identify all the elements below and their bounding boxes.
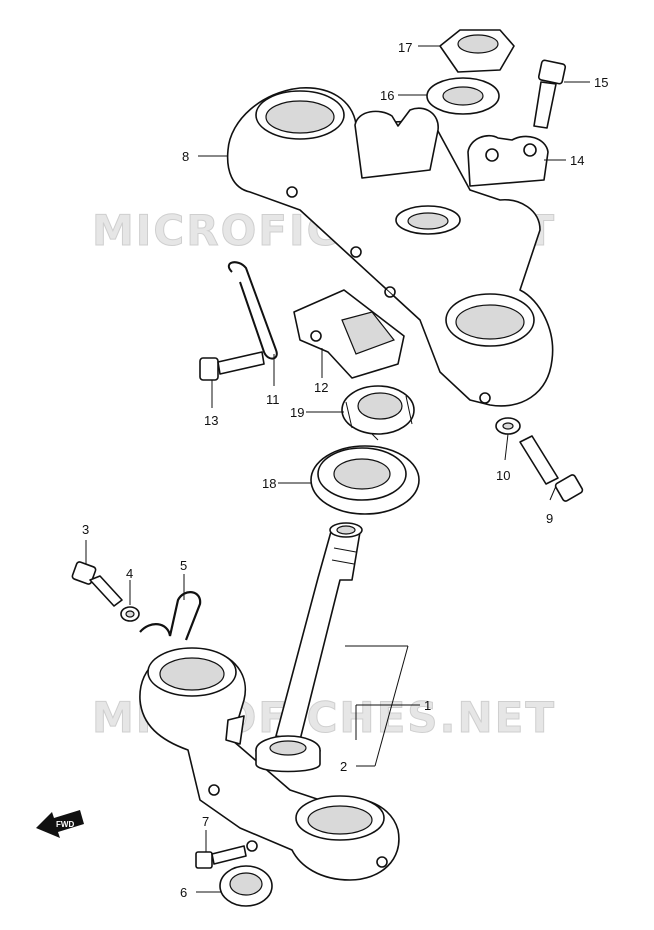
- dust-seal-2-part[interactable]: [255, 735, 321, 773]
- part-number-8[interactable]: 8: [182, 149, 189, 164]
- bracket-12-part[interactable]: [293, 289, 405, 379]
- lock-nut-19-part[interactable]: [341, 385, 415, 441]
- washer-4-part[interactable]: [120, 606, 140, 622]
- part-number-4[interactable]: 4: [126, 566, 133, 581]
- washer-16-part[interactable]: [426, 77, 500, 115]
- lower-bracket-part[interactable]: [139, 647, 400, 881]
- nut-17-part[interactable]: [439, 29, 515, 73]
- part-number-5[interactable]: 5: [180, 558, 187, 573]
- part-number-3[interactable]: 3: [82, 522, 89, 537]
- part-number-1[interactable]: 1: [424, 698, 431, 713]
- part-number-7[interactable]: 7: [202, 814, 209, 829]
- part-number-9[interactable]: 9: [546, 511, 553, 526]
- part-number-19[interactable]: 19: [290, 405, 304, 420]
- bearing-18-part[interactable]: [310, 445, 420, 515]
- part-number-2[interactable]: 2: [340, 759, 347, 774]
- clamp-band-6-part[interactable]: [219, 865, 273, 907]
- part-number-15[interactable]: 15: [594, 75, 608, 90]
- part-number-14[interactable]: 14: [570, 153, 584, 168]
- part-number-12[interactable]: 12: [314, 380, 328, 395]
- fwd-label: FWD: [56, 820, 74, 829]
- bolt-3-part[interactable]: [71, 561, 123, 607]
- part-number-16[interactable]: 16: [380, 88, 394, 103]
- clip-pin-11-part[interactable]: [227, 261, 278, 360]
- bolt-15-part[interactable]: [533, 59, 567, 129]
- leader-lines: [85, 45, 590, 893]
- clip-5-part[interactable]: [139, 591, 202, 641]
- part-number-17[interactable]: 17: [398, 40, 412, 55]
- bolt-13-part[interactable]: [199, 351, 265, 381]
- part-number-11[interactable]: 11: [266, 392, 280, 407]
- part-number-6[interactable]: 6: [180, 885, 187, 900]
- bolt-9-part[interactable]: [519, 435, 584, 502]
- forward-arrow-icon: FWD: [36, 810, 84, 838]
- upper-bracket-part[interactable]: [226, 87, 554, 407]
- part-number-labels: 1 2 3 4 5 6 7 8 9 10 11 12 13 14 15 16 1…: [82, 40, 608, 900]
- part-number-13[interactable]: 13: [204, 413, 218, 428]
- handlebar-clamp-part[interactable]: [467, 134, 549, 187]
- steering-stem-part[interactable]: [275, 522, 363, 741]
- part-number-18[interactable]: 18: [262, 476, 276, 491]
- bolt-7-part[interactable]: [195, 840, 258, 869]
- washer-10-part[interactable]: [495, 417, 521, 435]
- part-number-10[interactable]: 10: [496, 468, 510, 483]
